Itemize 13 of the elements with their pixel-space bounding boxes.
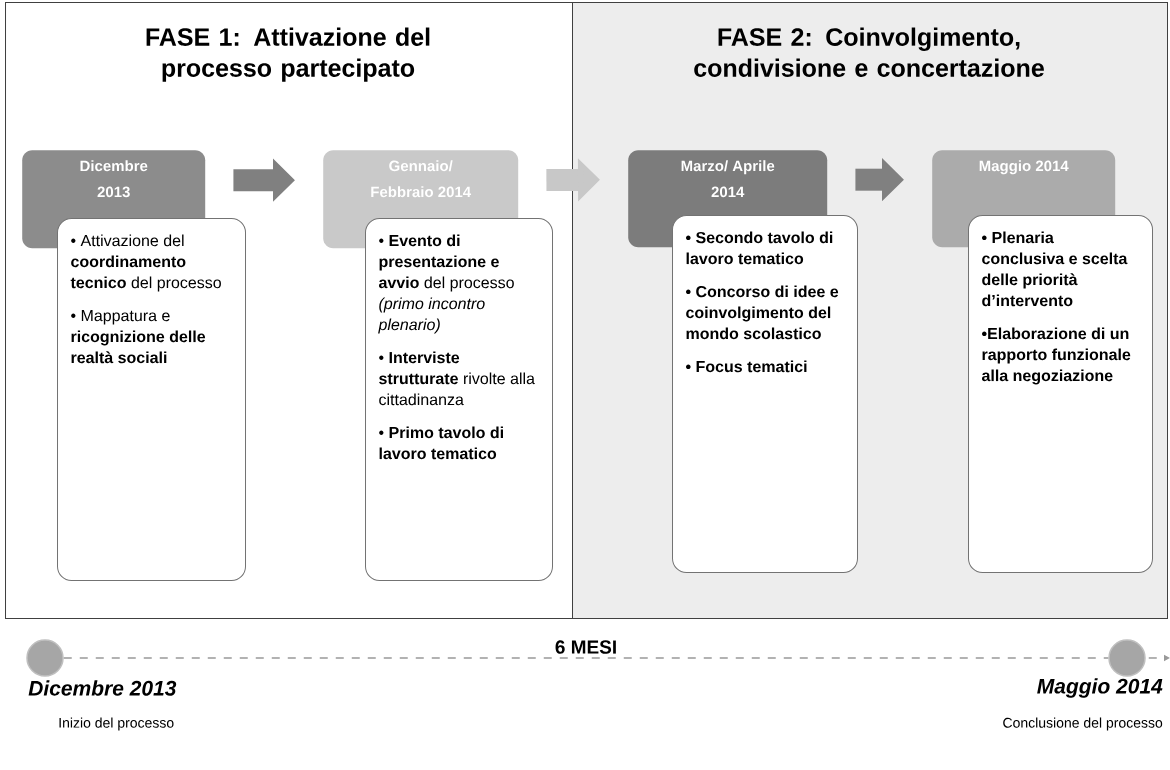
note-label: Inizio del processo (59, 717, 174, 731)
timeline-dot (26, 639, 64, 677)
edge-label: 6 MESI (552, 638, 620, 656)
activity-box: • Plenaria conclusiva e scelta delle priorità d’intervento •Elaborazione di un rapporto funzionale alla negoziazione (968, 215, 1153, 573)
phase-title: FASE 1: Attivazione del processo partecipato (146, 27, 430, 82)
activity-box: • Secondo tavolo di lavoro tematico • Concorso di idee e coinvolgimento del mondo scolastico • Focus tematici (672, 215, 858, 573)
note-label: Conclusione del processo (1003, 717, 1163, 731)
activity-box: • Attivazione del coordinamento tecnico del processo • Mappatura e ricognizione delle realtà sociali (57, 218, 246, 581)
date-label: Maggio 2014 (1037, 678, 1163, 698)
phase-title: FASE 2: Coinvolgimento, condivisione e concertazione (694, 27, 1044, 77)
date-label: Dicembre 2013 (28, 680, 177, 696)
timeline-dot (1108, 639, 1146, 677)
activity-box: • Evento di presentazione e avvio del processo (primo incontro plenario) • Interviste strutturate rivolte alla cittadinanza • Primo tavolo di lavoro tematico (365, 218, 553, 581)
